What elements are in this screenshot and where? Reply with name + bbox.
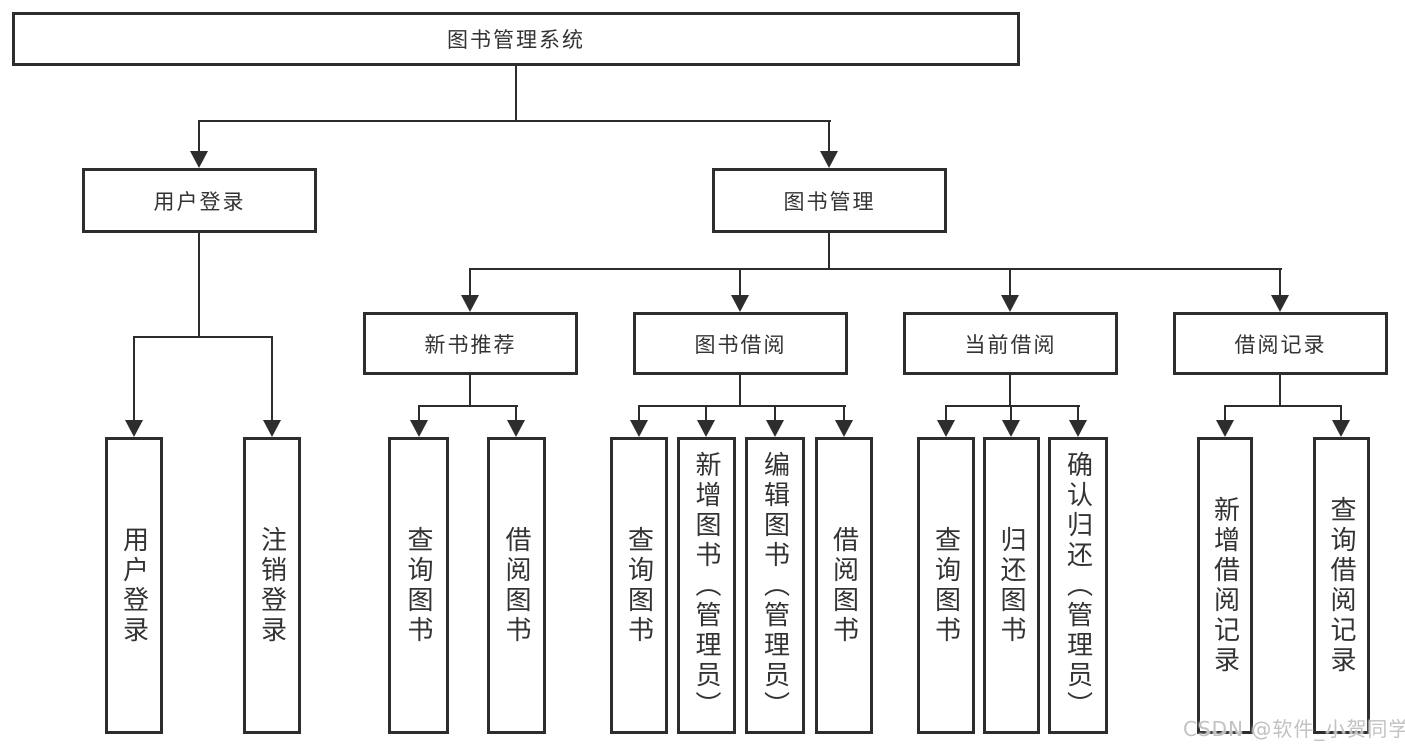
connector — [1009, 375, 1011, 407]
connector — [418, 405, 420, 422]
leaf-add-borrow-record: 新增借阅记录 — [1197, 437, 1253, 734]
connector — [515, 66, 517, 122]
arrow-down-icon — [630, 420, 648, 437]
connector — [198, 120, 831, 122]
node-book-management-label: 图书管理 — [783, 189, 876, 214]
connector — [828, 233, 830, 270]
connector — [638, 405, 846, 407]
csdn-watermark: CSDN @软件_小贺同学 — [1183, 717, 1405, 741]
leaf-confirm-return-admin: 确认归还（管理员） — [1048, 437, 1108, 734]
leaf-query-books-recommend: 查询图书 — [388, 437, 449, 734]
node-new-book-recommend-label: 新书推荐 — [424, 332, 517, 357]
leaf-borrow-books-recommend-label: 借阅图书 — [501, 525, 531, 646]
leaf-query-books-current: 查询图书 — [917, 437, 975, 734]
arrow-down-icon — [1332, 420, 1350, 437]
connector — [271, 336, 273, 422]
connector — [739, 268, 741, 297]
arrow-down-icon — [410, 420, 428, 437]
connector — [133, 336, 135, 422]
connector — [515, 405, 517, 422]
leaf-query-books-borrow: 查询图书 — [610, 437, 668, 734]
connector — [469, 268, 471, 297]
leaf-user-login: 用户登录 — [105, 437, 163, 734]
leaf-query-borrow-record: 查询借阅记录 — [1313, 437, 1370, 734]
node-borrow-records-label: 借阅记录 — [1234, 332, 1327, 357]
arrow-down-icon — [937, 420, 955, 437]
connector — [1279, 268, 1281, 297]
node-borrow-records: 借阅记录 — [1173, 312, 1388, 375]
arrow-down-icon — [835, 420, 853, 437]
connector — [1340, 405, 1342, 422]
leaf-edit-books-admin: 编辑图书（管理员） — [745, 437, 805, 734]
leaf-user-login-label: 用户登录 — [118, 525, 149, 646]
node-user-login-label: 用户登录 — [153, 189, 246, 214]
connector — [1279, 375, 1281, 407]
leaf-query-books-borrow-label: 查询图书 — [623, 525, 654, 646]
connector — [198, 120, 200, 153]
arrow-down-icon — [1069, 420, 1087, 437]
arrow-down-icon — [125, 420, 143, 437]
arrow-down-icon — [461, 295, 479, 312]
node-current-borrow: 当前借阅 — [903, 312, 1118, 375]
leaf-return-books: 归还图书 — [983, 437, 1040, 734]
leaf-add-books-admin: 新增图书（管理员） — [677, 437, 736, 734]
arrow-down-icon — [1002, 420, 1020, 437]
connector — [1224, 405, 1226, 422]
connector — [1224, 405, 1342, 407]
connector — [739, 375, 741, 407]
connector — [418, 405, 518, 407]
node-book-borrow-label: 图书借阅 — [694, 332, 787, 357]
arrow-down-icon — [820, 151, 838, 168]
arrow-down-icon — [190, 151, 208, 168]
connector — [945, 405, 947, 422]
node-current-borrow-label: 当前借阅 — [964, 332, 1057, 357]
leaf-borrow-books-label: 借阅图书 — [828, 525, 859, 646]
connector — [469, 268, 1282, 270]
leaf-borrow-books-recommend: 借阅图书 — [487, 437, 546, 734]
connector — [133, 336, 273, 338]
leaf-edit-books-admin-label: 编辑图书（管理员） — [759, 450, 790, 721]
node-root-label: 图书管理系统 — [447, 28, 585, 52]
node-root: 图书管理系统 — [12, 12, 1020, 66]
connector — [843, 405, 845, 422]
arrow-down-icon — [1001, 295, 1019, 312]
leaf-borrow-books: 借阅图书 — [815, 437, 873, 734]
connector — [1010, 405, 1012, 422]
connector — [705, 405, 707, 422]
node-user-login: 用户登录 — [82, 168, 317, 233]
connector — [1077, 405, 1079, 422]
node-book-management: 图书管理 — [712, 168, 947, 233]
leaf-return-books-label: 归还图书 — [996, 525, 1026, 646]
arrow-down-icon — [507, 420, 525, 437]
leaf-add-books-admin-label: 新增图书（管理员） — [691, 450, 721, 721]
connector — [945, 405, 1080, 407]
arrow-down-icon — [697, 420, 715, 437]
arrow-down-icon — [1271, 295, 1289, 312]
leaf-query-books-recommend-label: 查询图书 — [403, 525, 433, 646]
leaf-add-borrow-record-label: 新增借阅记录 — [1209, 495, 1240, 676]
arrow-down-icon — [263, 420, 281, 437]
connector — [638, 405, 640, 422]
arrow-down-icon — [731, 295, 749, 312]
connector — [1009, 268, 1011, 297]
connector — [774, 405, 776, 422]
leaf-query-books-current-label: 查询图书 — [930, 525, 961, 646]
connector — [198, 233, 200, 338]
leaf-logout: 注销登录 — [243, 437, 301, 734]
connector — [469, 375, 471, 407]
node-book-borrow: 图书借阅 — [633, 312, 848, 375]
leaf-logout-label: 注销登录 — [256, 525, 287, 646]
arrow-down-icon — [1216, 420, 1234, 437]
leaf-query-borrow-record-label: 查询借阅记录 — [1326, 495, 1356, 676]
connector — [828, 120, 830, 153]
node-new-book-recommend: 新书推荐 — [363, 312, 578, 375]
arrow-down-icon — [766, 420, 784, 437]
leaf-confirm-return-admin-label: 确认归还（管理员） — [1062, 450, 1093, 721]
